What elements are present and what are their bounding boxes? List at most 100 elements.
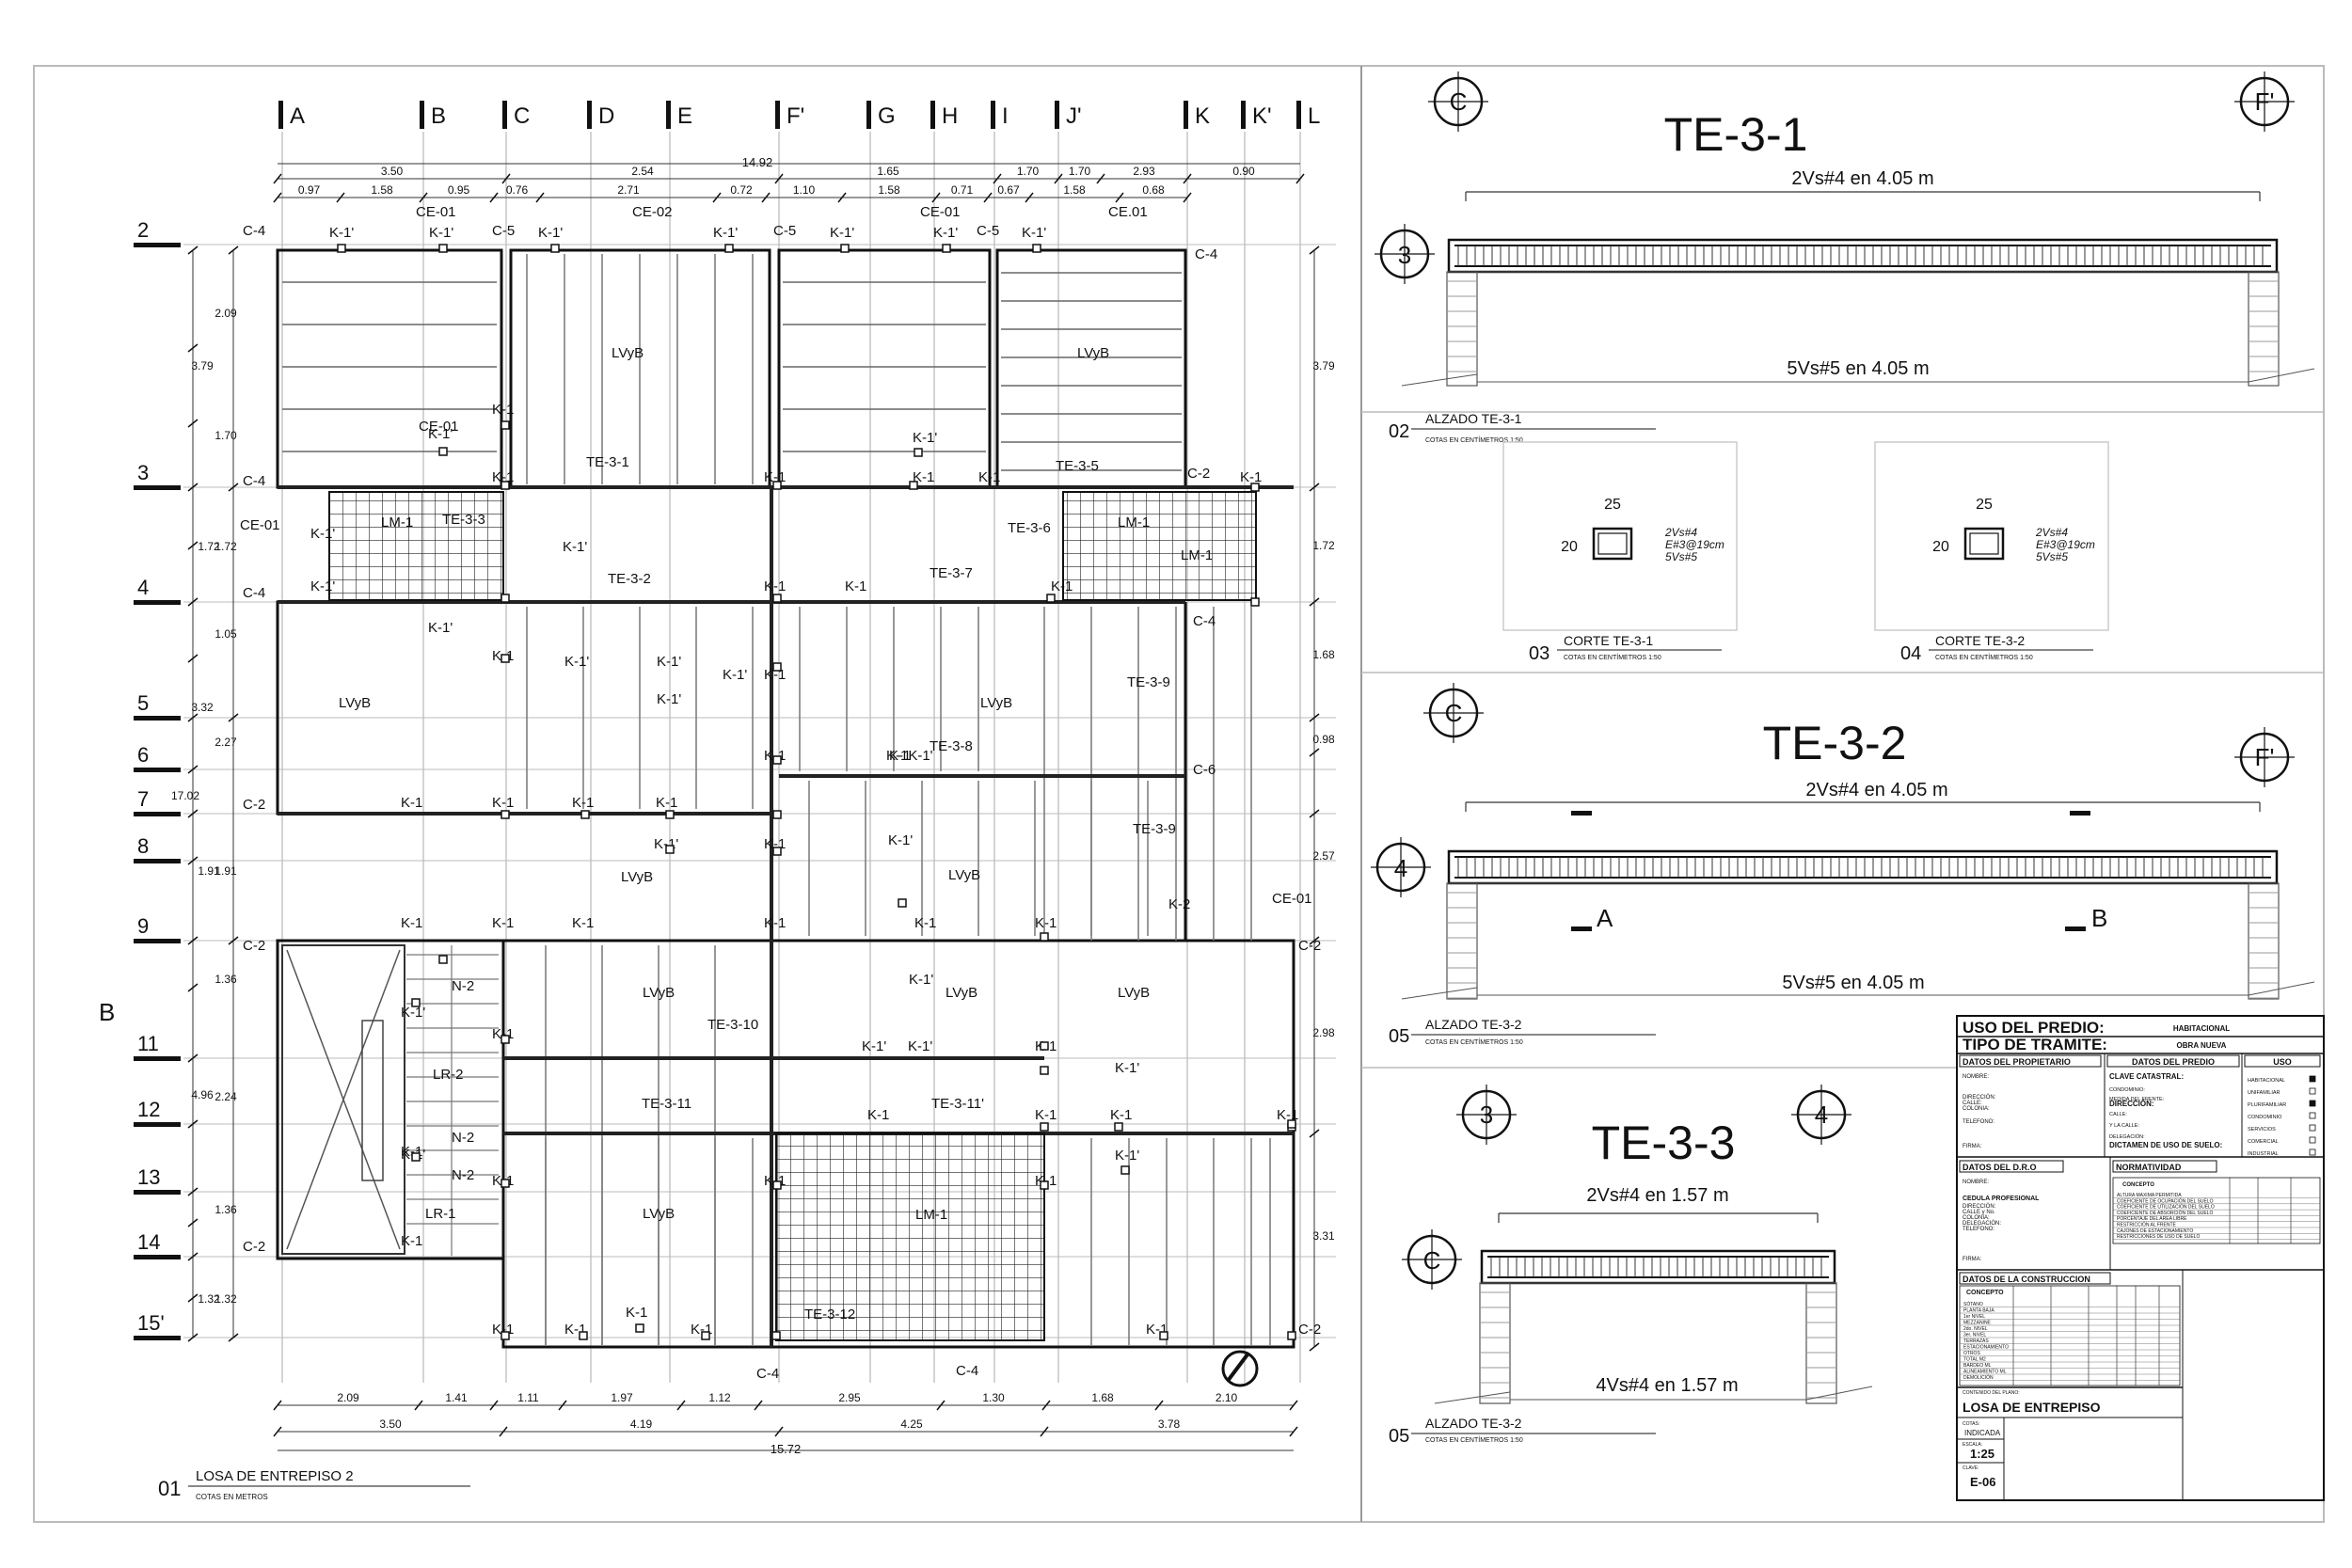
grid-tick (134, 812, 181, 816)
plan-label-k1p: K-1' (862, 1038, 886, 1054)
dimension-value: 2.24 (215, 1090, 237, 1103)
dimension-value: 0.67 (997, 183, 1020, 197)
column-marker (501, 420, 510, 430)
column-marker (1114, 1122, 1123, 1132)
dimension-tick (501, 173, 511, 184)
column-marker (1040, 1041, 1049, 1051)
dimension-tick (774, 1426, 784, 1437)
predio-field: CLAVE CATASTRAL: (2109, 1072, 2184, 1081)
dimension-tick (1054, 173, 1063, 184)
grid-axis-label-x: E (677, 103, 692, 129)
dimension-value: 3.32 (191, 701, 214, 714)
uso-option: INDUSTRIAL (2248, 1151, 2279, 1157)
plan-label-k1p: K-1' (657, 691, 681, 707)
dimension-value: 1.30 (982, 1391, 1005, 1404)
grid-axis-label-y: 13 (137, 1165, 160, 1189)
break-line (1805, 1386, 1873, 1401)
dimension-value: 1.65 (877, 165, 899, 178)
grid-bubble-label: C (1450, 87, 1468, 116)
plan-label-c2: C-2 (243, 938, 265, 954)
support-wall (1446, 882, 1478, 1000)
grid-axis-label-y: 9 (137, 914, 149, 938)
normatividad-row: RESTRICCIÓN AL FRENTE (2117, 1222, 2177, 1228)
dimension-value: 3.50 (381, 165, 404, 178)
bottom-rebar-label: 5Vs#5 en 4.05 m (1782, 973, 1924, 993)
caption-number: 05 (1389, 1426, 1409, 1447)
uso-checkbox[interactable] (2309, 1148, 2316, 1156)
plan-label-k1p: K-1' (1115, 1148, 1139, 1164)
dimension-value: 1.68 (1091, 1391, 1114, 1404)
plan-label-k1p: K-1' (428, 620, 453, 636)
dimension-value: 1.72 (1312, 539, 1335, 552)
uso-checkbox[interactable] (2309, 1087, 2316, 1095)
uso-checkbox[interactable] (2309, 1100, 2316, 1107)
construccion-row: 2do. NIVEL (1963, 1326, 1988, 1332)
column-marker (501, 481, 510, 490)
plan-label-te32: TE-3-2 (608, 571, 651, 587)
grid-tick (134, 859, 181, 863)
grid-axis-label-y: 11 (137, 1032, 159, 1055)
construccion-row: 3er. NIVEL (1963, 1333, 1986, 1338)
plan-label-k1: K-1 (1277, 1107, 1298, 1123)
construccion-row: SÓTANO (1963, 1301, 1983, 1307)
plan-label-lvyb: LVyB (612, 345, 644, 361)
section-width: 25 (1976, 497, 1993, 513)
caption-subtitle: COTAS EN CENTÍMETROS 1:50 (1425, 1037, 1523, 1046)
grid-axis-label-x: K' (1252, 103, 1272, 129)
plan-label-lm1: LM-1 (915, 1207, 947, 1223)
plan-label-lvyb: LVyB (1118, 985, 1150, 1001)
column-marker (772, 662, 782, 672)
plan-label-lvyb: LVyB (980, 695, 1012, 711)
dimension-tick (187, 245, 199, 255)
plan-label-te33: TE-3-3 (442, 512, 485, 528)
plan-label-k1: K-1 (492, 915, 514, 931)
dimension-tick (1309, 713, 1320, 722)
plan-label-c2: C-2 (243, 1239, 265, 1255)
cut-marker-line (2065, 927, 2086, 931)
dimension-value: 3.79 (1312, 359, 1335, 372)
column-marker (438, 955, 448, 964)
dimension-tick (1309, 597, 1320, 607)
propietario-fields: NOMBRE:DIRECCIÓN:CALLE:COLONIA:TELEFONO:… (1963, 1074, 1996, 1149)
uso-checkbox[interactable] (2309, 1112, 2316, 1119)
clave-label: CLAVE: (1963, 1465, 1979, 1471)
break-line (1434, 1391, 1511, 1404)
grid-bubble-label: 4 (1815, 1101, 1828, 1129)
dimension-value: 1.70 (1069, 165, 1091, 178)
predio-field: DELEGACIÓN: (2109, 1133, 2145, 1140)
plan-label-lm1: LM-1 (1118, 515, 1150, 531)
dimension-tick (1309, 748, 1320, 757)
uso-checkbox[interactable] (2309, 1075, 2316, 1083)
plan-label-k1p: K-1' (1115, 1060, 1139, 1076)
support-wall (2248, 271, 2280, 387)
dimension-tick (1183, 173, 1192, 184)
grid-axis-label-x: G (878, 103, 896, 129)
grid-tick (930, 101, 935, 129)
stray-letter-b: B (99, 998, 115, 1026)
north-arrow-icon (1221, 1350, 1259, 1387)
section-width: 25 (1604, 497, 1621, 513)
uso-checkbox[interactable] (2309, 1124, 2316, 1132)
stair-flight (361, 1020, 384, 1181)
construccion-row: 1er NIVEL (1963, 1314, 1985, 1320)
normatividad-row: PORCENTAJE DEL AREA LIBRE (2117, 1216, 2187, 1222)
grid-tick (420, 101, 424, 129)
dimension-value: 0.97 (298, 183, 321, 197)
column-marker (1250, 483, 1260, 492)
uso-checkbox[interactable] (2309, 1136, 2316, 1144)
predio-field: DICTAMEN DE USO DE SUELO: (2109, 1141, 2222, 1149)
break-line (2248, 368, 2315, 383)
dimension-tick (228, 936, 239, 945)
plan-label-k1: K-1 (764, 578, 786, 594)
column-marker (772, 481, 782, 490)
normatividad-row: COEFICIENTE DE ABSORCIÓN DEL SUELO (2117, 1210, 2213, 1216)
plan-label-k1p: K-1' (913, 430, 937, 446)
plan-label-te31: TE-3-1 (586, 454, 629, 470)
column-marker (772, 1180, 782, 1190)
beam-elevation-drawing (1371, 683, 2315, 1000)
plan-label-k1: K-1 (914, 915, 936, 931)
dimension-value: 1.32 (215, 1292, 237, 1306)
